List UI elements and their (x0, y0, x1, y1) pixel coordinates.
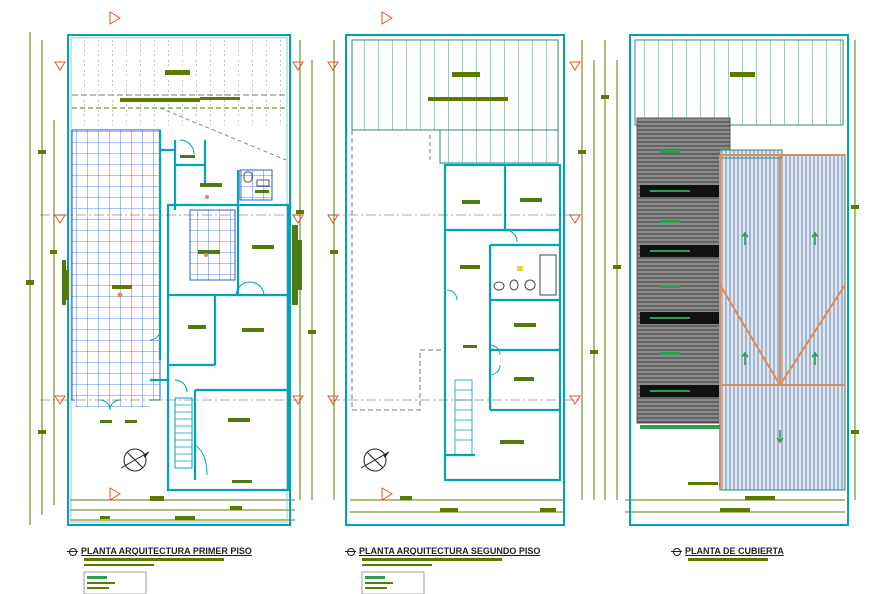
roof-plan (601, 34, 859, 526)
first-floor-title-text: PLANTA ARQUITECTURA PRIMER PISO (81, 546, 252, 556)
roof-plan-title-text: PLANTA DE CUBIERTA (685, 546, 784, 556)
roof-plan-title: PLANTA DE CUBIERTA (671, 546, 784, 556)
title-target-icon (67, 547, 78, 556)
first-floor-title: PLANTA ARQUITECTURA PRIMER PISO (67, 546, 252, 556)
second-floor-plan (327, 11, 598, 526)
first-floor-plan (26, 11, 316, 526)
north-arrow-icon (360, 448, 390, 472)
second-floor-title: PLANTA ARQUITECTURA SEGUNDO PISO (345, 546, 541, 556)
title-target-icon (345, 547, 356, 556)
north-arrow-icon (120, 448, 150, 472)
title-legend-blocks (83, 558, 768, 594)
second-floor-title-text: PLANTA ARQUITECTURA SEGUNDO PISO (359, 546, 541, 556)
title-target-icon (671, 547, 682, 556)
